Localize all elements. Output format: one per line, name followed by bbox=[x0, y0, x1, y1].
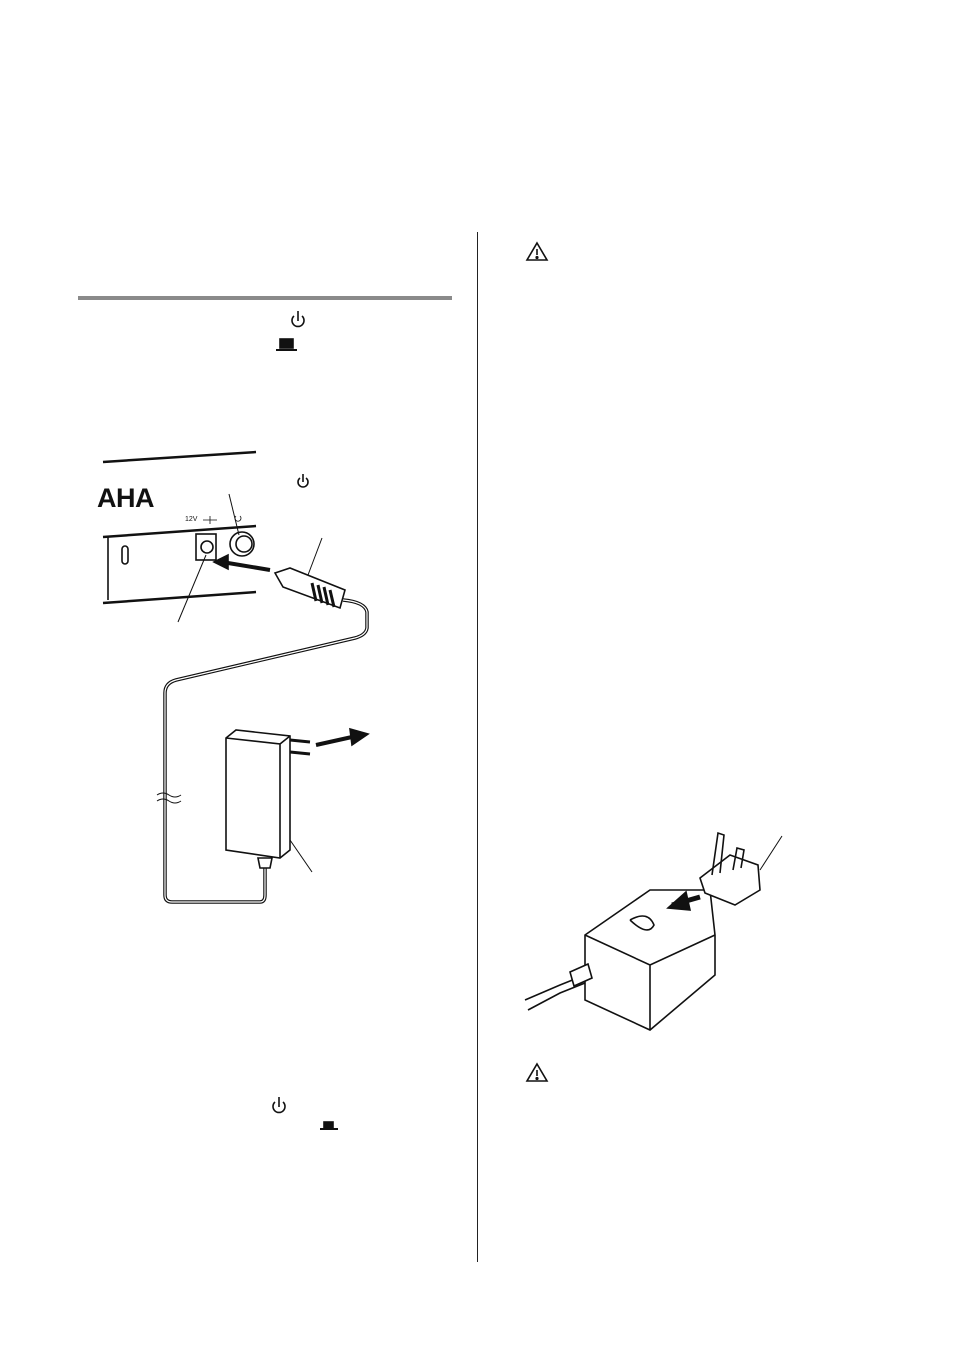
logo-fragment: AHA bbox=[97, 483, 155, 513]
warning-triangle-icon bbox=[525, 1062, 549, 1082]
power-symbol-icon bbox=[291, 311, 305, 328]
button-off-icon bbox=[276, 338, 297, 351]
figure-plug-attachment bbox=[524, 831, 783, 1031]
section-rule bbox=[78, 296, 452, 300]
warning-triangle-icon bbox=[525, 241, 549, 261]
figure-connect-adapter bbox=[102, 450, 370, 904]
voltage-label: 12V bbox=[185, 516, 198, 523]
button-off-icon bbox=[320, 1121, 338, 1130]
column-divider bbox=[477, 232, 478, 1262]
power-symbol-icon bbox=[272, 1097, 286, 1114]
